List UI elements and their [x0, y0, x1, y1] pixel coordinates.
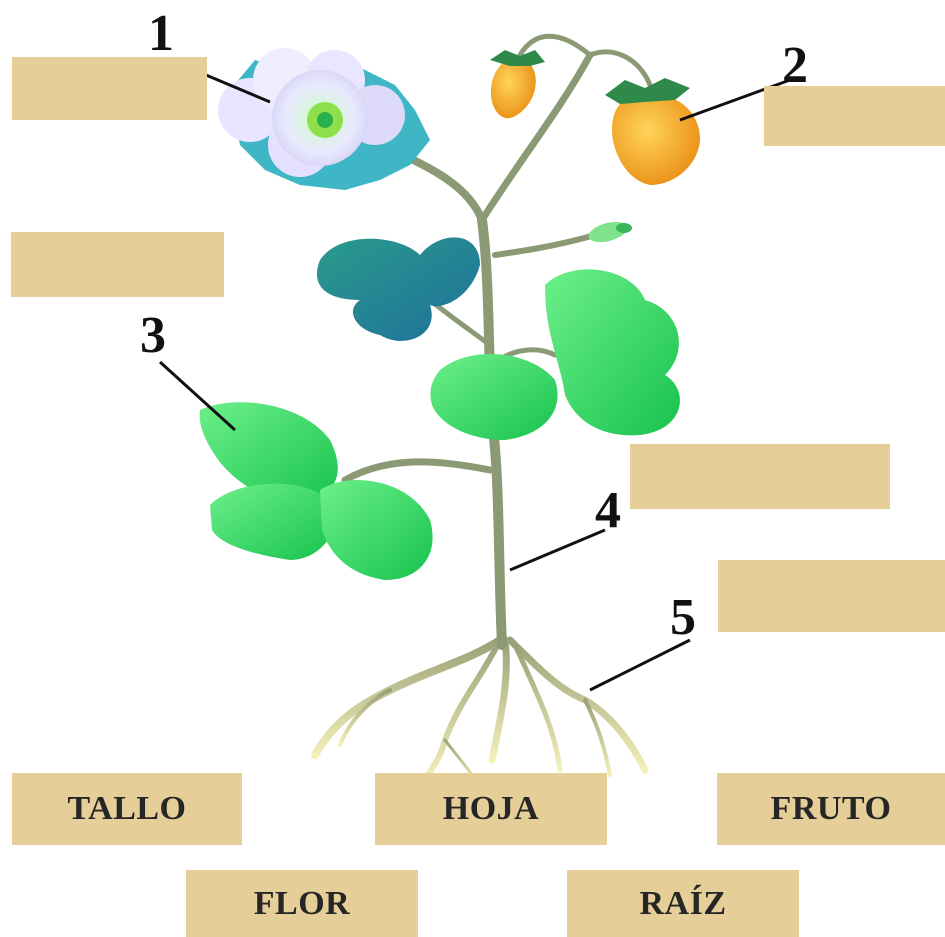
- answer-box-4[interactable]: [630, 444, 890, 509]
- flower-bud: [586, 218, 632, 246]
- strawberry-small: [490, 50, 545, 118]
- answer-box-5[interactable]: [718, 560, 945, 632]
- word-card-hoja[interactable]: HOJA: [375, 773, 607, 845]
- flower: [218, 48, 430, 190]
- answer-box-1[interactable]: [12, 57, 207, 120]
- strawberry-large: [605, 78, 700, 185]
- answer-box-3[interactable]: [11, 232, 224, 297]
- label-2: 2: [782, 40, 808, 92]
- word-card-raiz[interactable]: RAÍZ: [567, 870, 799, 937]
- word-card-flor[interactable]: FLOR: [186, 870, 418, 937]
- answer-box-2[interactable]: [764, 86, 945, 146]
- word-card-fruto[interactable]: FRUTO: [717, 773, 945, 845]
- label-4: 4: [595, 485, 621, 537]
- label-5: 5: [670, 592, 696, 644]
- roots: [315, 640, 645, 785]
- word-card-tallo[interactable]: TALLO: [12, 773, 242, 845]
- label-3: 3: [140, 310, 166, 362]
- label-1: 1: [148, 8, 174, 60]
- leaf-upper-left: [317, 237, 480, 341]
